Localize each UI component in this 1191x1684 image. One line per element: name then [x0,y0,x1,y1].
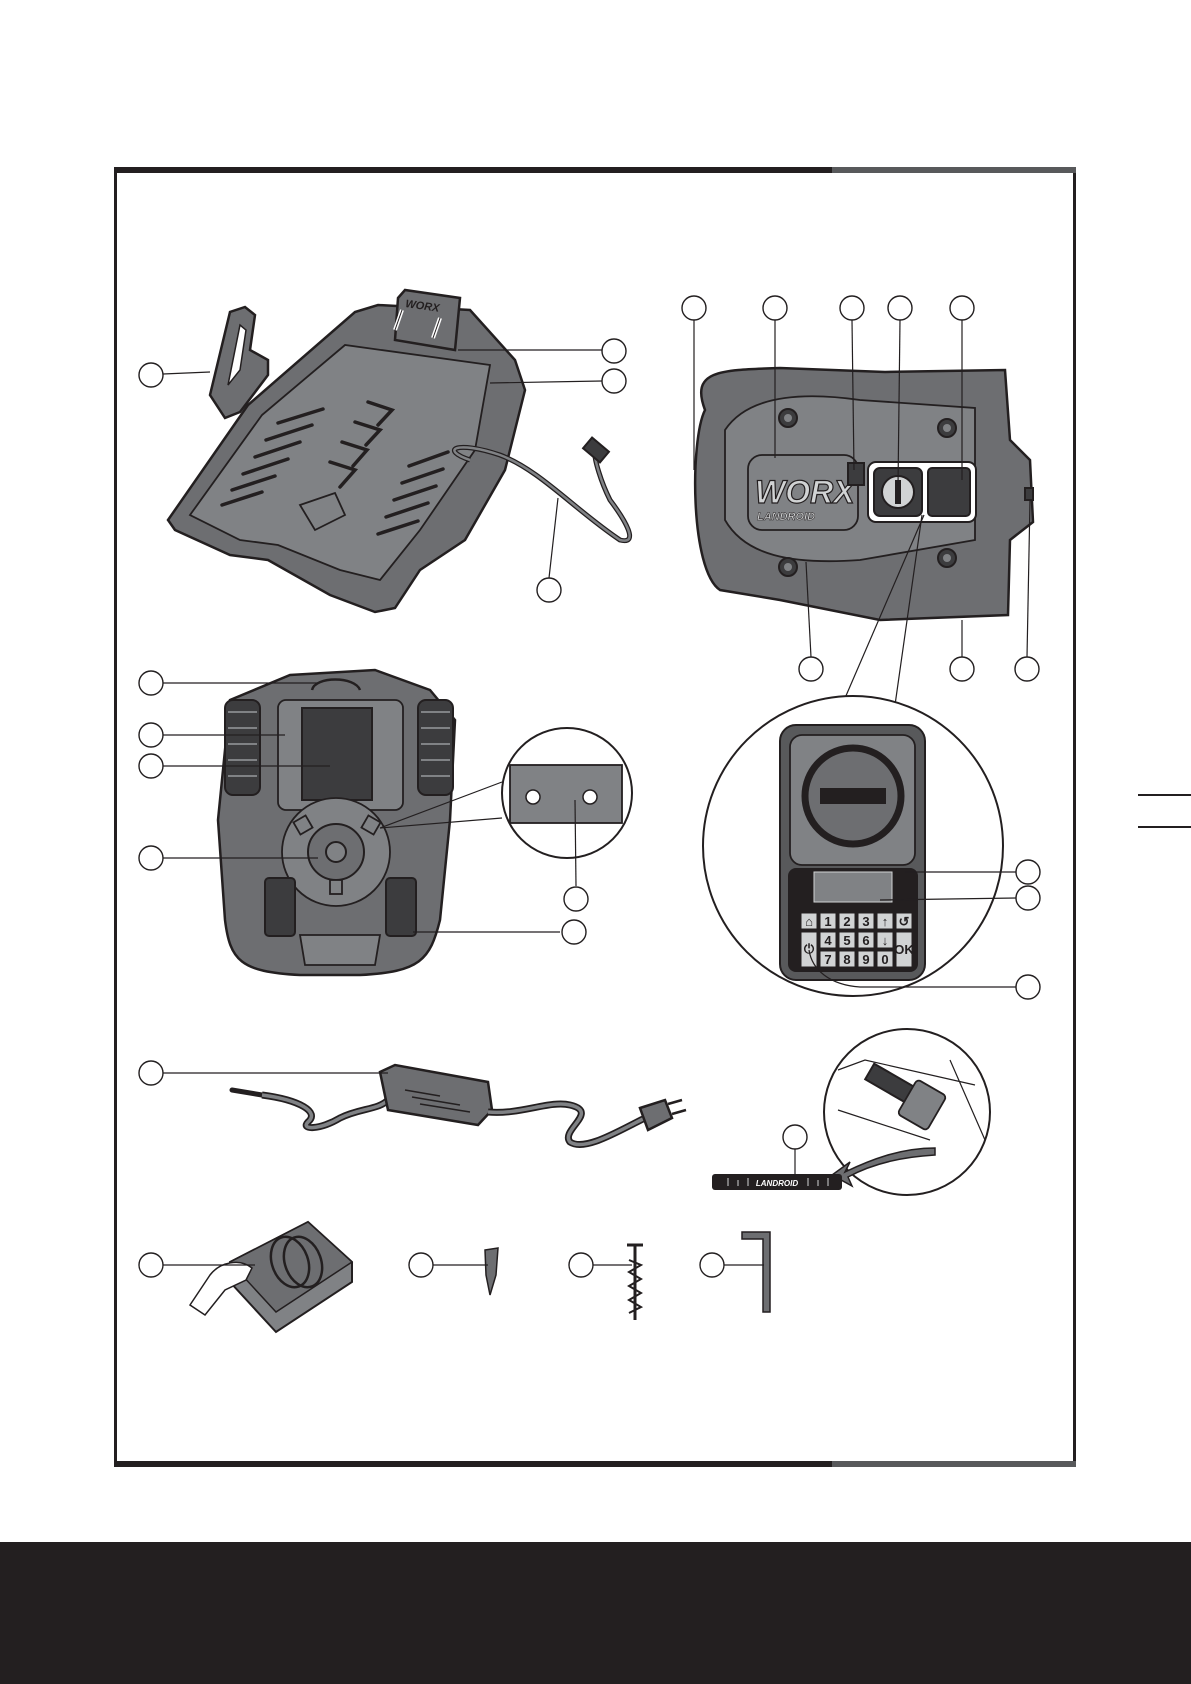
callout-cable [537,578,561,602]
callout-top-8 [1015,657,1039,681]
hex-key [700,1232,770,1312]
power-supply [139,1061,686,1145]
ruler-logo: LANDROID [756,1179,798,1188]
callout-power-supply [139,1061,163,1085]
callout-rear-wheel [562,920,586,944]
callout-blade [564,887,588,911]
key-5: 5 [843,933,850,948]
callout-charging-pins [602,339,626,363]
callout-blade-disc [139,846,163,870]
callout-battery [139,754,163,778]
down-arrow-icon: ↓ [882,933,889,948]
callout-base-plate [602,369,626,393]
key-6: 6 [862,933,869,948]
key-1: 1 [824,914,831,929]
manual-booklet [139,1222,352,1332]
callout-top-1 [682,296,706,320]
callout-power-button [1016,975,1040,999]
callout-stop-button [1016,860,1040,884]
key-0: 0 [881,952,888,967]
callout-top-5 [950,296,974,320]
callout-battery-cover [139,723,163,747]
ruler-detail: LANDROID [712,1029,990,1195]
callout-display [1016,886,1040,910]
callout-height-ruler [783,1125,807,1149]
callout-top-3 [840,296,864,320]
callout-manual [139,1253,163,1277]
edge-tab-marker [1138,826,1191,828]
back-icon: ↺ [899,914,910,929]
callout-screw [569,1253,593,1277]
callout-handle [139,363,163,387]
callout-peg [409,1253,433,1277]
mower-top-view: WORX LANDROID [695,368,1033,620]
key-7: 7 [824,952,831,967]
stake-peg [409,1248,498,1295]
home-icon: ⌂ [805,914,813,929]
mower-sub-logo: LANDROID [757,511,815,523]
mower-logo: WORX [755,474,856,510]
key-8: 8 [843,952,850,967]
callout-hex-key [700,1253,724,1277]
screw [569,1245,643,1320]
mower-bottom-view [218,670,455,975]
key-4: 4 [824,933,832,948]
callout-top-7 [950,657,974,681]
callout-carry-handle [139,671,163,695]
key-2: 2 [843,914,850,929]
charging-base: WORX [168,290,630,612]
up-arrow-icon: ↑ [882,914,889,929]
key-9: 9 [862,952,869,967]
callout-top-2 [763,296,787,320]
footer-band [0,1542,1191,1684]
callout-top-6 [799,657,823,681]
callout-top-4 [888,296,912,320]
key-3: 3 [862,914,869,929]
edge-tab-marker [1138,794,1191,796]
key-ok: OK [894,942,914,957]
